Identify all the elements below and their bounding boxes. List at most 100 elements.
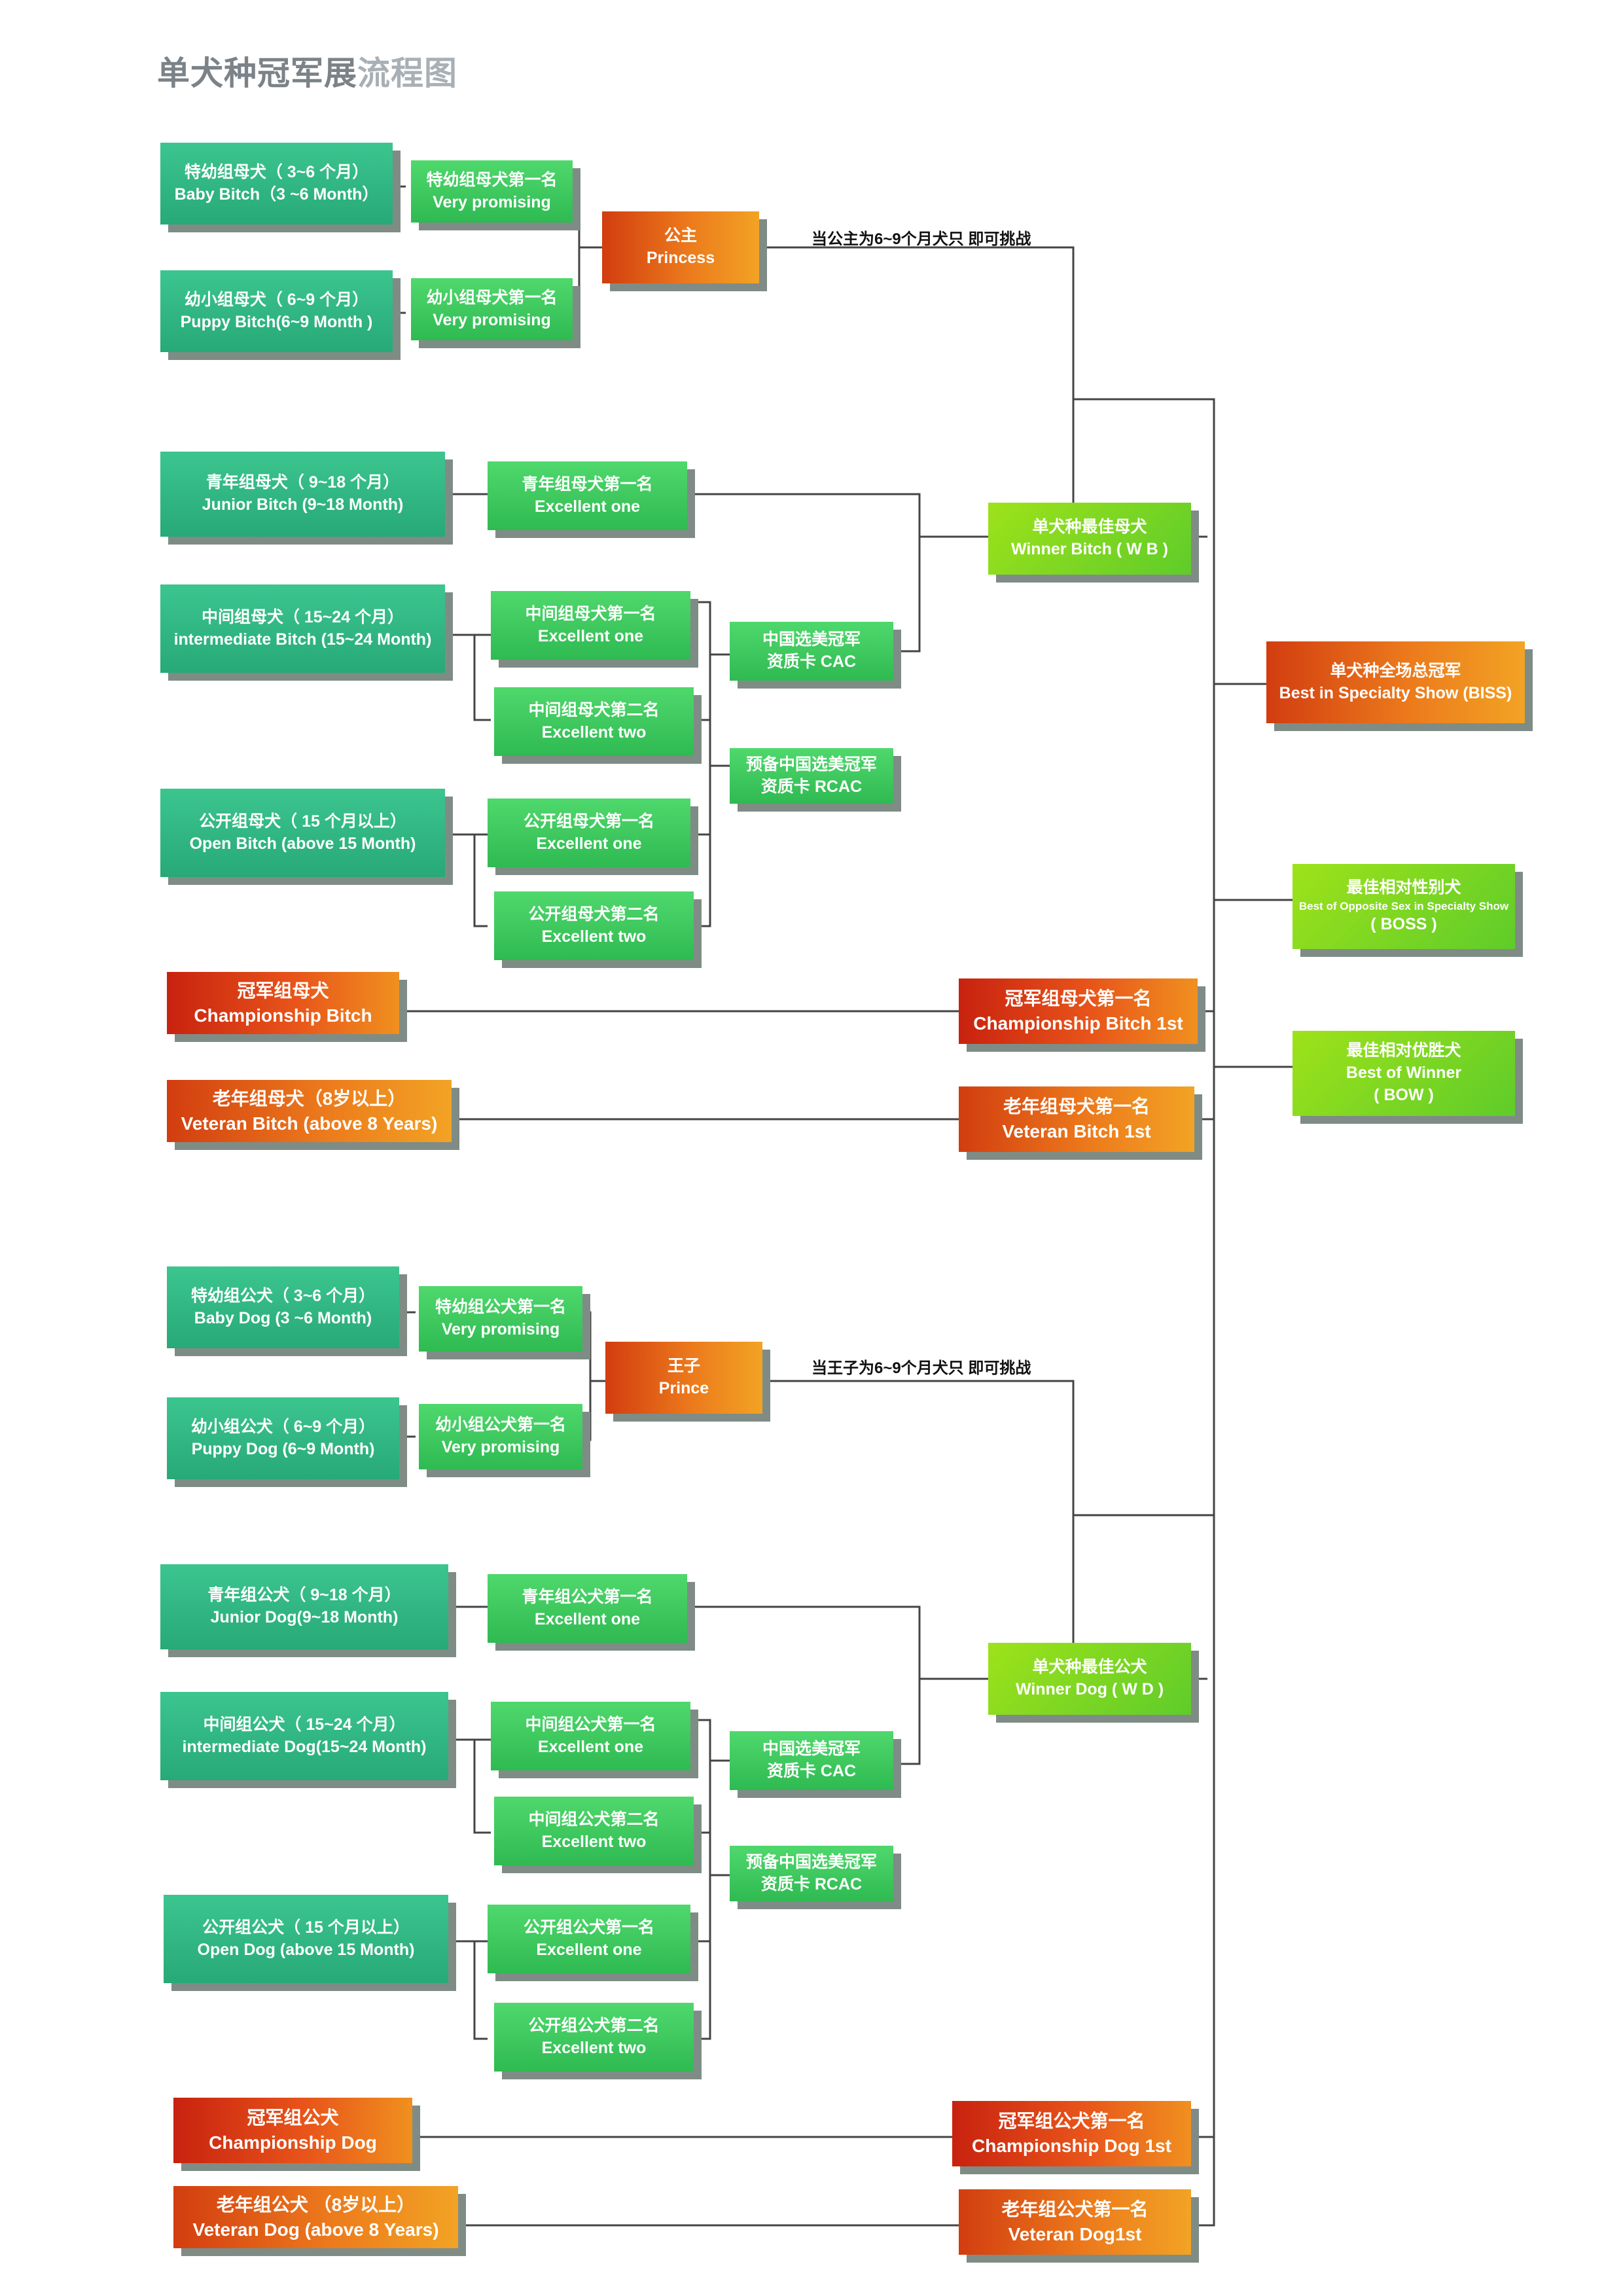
- box-label: Excellent one: [534, 1609, 641, 1628]
- box-label: 特幼组母犬第一名: [426, 170, 558, 189]
- open-bitch-box: 公开组母犬（ 15 个月以上） Open Bitch (above 15 Mont…: [160, 789, 445, 877]
- baby-dog-box: 特幼组公犬（ 3~6 个月） Baby Dog (3 ~6 Month): [167, 1266, 399, 1348]
- box-label: 青年组母犬第一名: [522, 475, 653, 493]
- box-label: Championship Bitch 1st: [973, 1013, 1183, 1033]
- box-label: Puppy Dog (6~9 Month): [191, 1439, 375, 1458]
- box-label: Veteran Bitch 1st: [1002, 1121, 1151, 1141]
- box-label: intermediate Bitch (15~24 Month): [173, 630, 432, 649]
- box-label: 资质卡 CAC: [766, 653, 857, 671]
- box-label: Best in Specialty Show (BISS): [1279, 683, 1512, 702]
- box-label: Prince: [658, 1379, 709, 1397]
- box-label: 资质卡 RCAC: [760, 777, 863, 796]
- box-label: Veteran Bitch (above 8 Years): [181, 1113, 438, 1134]
- puppy-bitch-box: 幼小组母犬（ 6~9 个月） Puppy Bitch(6~9 Month ): [160, 270, 393, 352]
- box-label: 中间组公犬第一名: [525, 1715, 656, 1734]
- veteran-bitch-first-box: 老年组母犬第一名 Veteran Bitch 1st: [959, 1086, 1194, 1152]
- intermediate-bitch-second-box: 中间组母犬第二名 Excellent two: [494, 687, 694, 756]
- box-label: ( BOW ): [1374, 1085, 1434, 1104]
- box-label: 公开组母犬第二名: [528, 905, 660, 924]
- box-label: 特幼组母犬（ 3~6 个月）: [184, 162, 369, 181]
- box-label: 老年组母犬第一名: [1003, 1096, 1150, 1117]
- box-label: 老年组母犬（8岁以上）: [212, 1088, 406, 1109]
- junior-dog-box: 青年组公犬（ 9~18 个月） Junior Dog(9~18 Month): [160, 1564, 448, 1649]
- box-label: Baby Dog (3 ~6 Month): [194, 1308, 372, 1327]
- bitch-cac-box: 中国选美冠军资质卡 CAC: [730, 622, 893, 681]
- box-label: 资质卡 CAC: [766, 1762, 857, 1780]
- box-label: 中间组公犬第二名: [528, 1810, 660, 1829]
- box-label: Excellent two: [541, 927, 647, 946]
- veteran-dog-box: 老年组公犬 （8岁以上）Veteran Dog (above 8 Years): [173, 2186, 458, 2248]
- box-label: Best of Opposite Sex in Specialty Show: [1298, 899, 1509, 912]
- box-label: Puppy Bitch(6~9 Month ): [180, 312, 373, 331]
- box-label: 单犬种最佳母犬: [1032, 518, 1147, 537]
- intermediate-bitch-box: 中间组母犬（ 15~24 个月） intermediate Bitch (15~2…: [160, 584, 445, 673]
- box-label: Open Bitch (above 15 Month): [189, 834, 416, 853]
- dog-rcac-box: 预备中国选美冠军资质卡 RCAC: [730, 1846, 893, 1901]
- intermediate-dog-first-box: 中间组公犬第一名 Excellent one: [491, 1702, 690, 1770]
- box-label: Very promising: [433, 192, 551, 211]
- box-label: Junior Bitch (9~18 Month): [202, 495, 404, 514]
- prince-note: 当王子为6~9个月犬只 即可挑战: [812, 1359, 1031, 1377]
- box-label: 预备中国选美冠军: [745, 1852, 877, 1871]
- box-label: Best of Winner: [1346, 1064, 1462, 1083]
- box-label: 最佳相对性别犬: [1346, 878, 1461, 897]
- box-label: Very promising: [441, 1438, 560, 1456]
- dog-cac-box: 中国选美冠军资质卡 CAC: [730, 1731, 893, 1790]
- box-label: 公开组母犬（ 15 个月以上）: [199, 812, 406, 831]
- baby-bitch-box: 特幼组母犬（ 3~6 个月） Baby Bitch（3 ~6 Month）: [160, 143, 393, 224]
- box-label: Excellent two: [541, 2038, 647, 2057]
- box-label: Baby Bitch（3 ~6 Month）: [174, 185, 379, 204]
- box-label: 冠军组母犬: [237, 980, 329, 1001]
- junior-dog-first-box: 青年组公犬第一名 Excellent one: [488, 1574, 687, 1643]
- box-label: 资质卡 RCAC: [760, 1874, 863, 1893]
- box-label: 冠军组公犬: [247, 2108, 339, 2128]
- box-label: Excellent one: [537, 626, 644, 645]
- box-label: Very promising: [433, 310, 551, 329]
- box-label: 中间组母犬（ 15~24 个月）: [201, 607, 404, 626]
- veteran-bitch-box: 老年组母犬（8岁以上） Veteran Bitch (above 8 Years): [167, 1080, 452, 1142]
- box-label: 公开组公犬第一名: [523, 1918, 654, 1937]
- box-label: 王子: [667, 1357, 700, 1376]
- box-label: Open Dog (above 15 Month): [197, 1940, 415, 1959]
- box-label: 青年组母犬（ 9~18 个月）: [205, 473, 400, 492]
- box-label: Excellent two: [541, 723, 647, 742]
- box-label: 中间组公犬（ 15~24 个月）: [203, 1715, 406, 1734]
- box-label: 特幼组公犬第一名: [435, 1298, 566, 1317]
- box-label: 特幼组公犬（ 3~6 个月）: [190, 1286, 376, 1305]
- box-label: 幼小组母犬（ 6~9 个月）: [184, 290, 369, 309]
- box-label: 公开组母犬第一名: [523, 812, 654, 831]
- box-label: Junior Dog(9~18 Month): [210, 1608, 399, 1626]
- open-dog-box: 公开组公犬（ 15 个月以上）Open Dog (above 15 Month): [164, 1895, 448, 1983]
- box-label: Excellent one: [536, 834, 642, 853]
- junior-bitch-box: 青年组母犬（ 9~18 个月） Junior Bitch (9~18 Month): [160, 452, 445, 537]
- box-label: Veteran Dog1st: [1008, 2224, 1142, 2244]
- box-label: Excellent one: [534, 497, 641, 516]
- box-label: intermediate Dog(15~24 Month): [182, 1737, 427, 1756]
- box-label: 青年组公犬（ 9~18 个月）: [207, 1586, 401, 1605]
- box-label: 中国选美冠军: [762, 630, 861, 649]
- box-label: 老年组公犬 （8岁以上）: [216, 2194, 416, 2215]
- box-label: 中间组母犬第二名: [528, 700, 660, 719]
- boss-box: 最佳相对性别犬 Best of Opposite Sex in Specialty…: [1293, 864, 1515, 949]
- box-label: 青年组公犬第一名: [522, 1587, 653, 1606]
- puppy-dog-box: 幼小组公犬（ 6~9 个月） Puppy Dog (6~9 Month): [167, 1397, 399, 1479]
- box-label: Excellent one: [537, 1737, 644, 1756]
- page-title: 单犬种冠军展流程图: [157, 55, 457, 92]
- box-label: 幼小组公犬（ 6~9 个月）: [190, 1417, 376, 1436]
